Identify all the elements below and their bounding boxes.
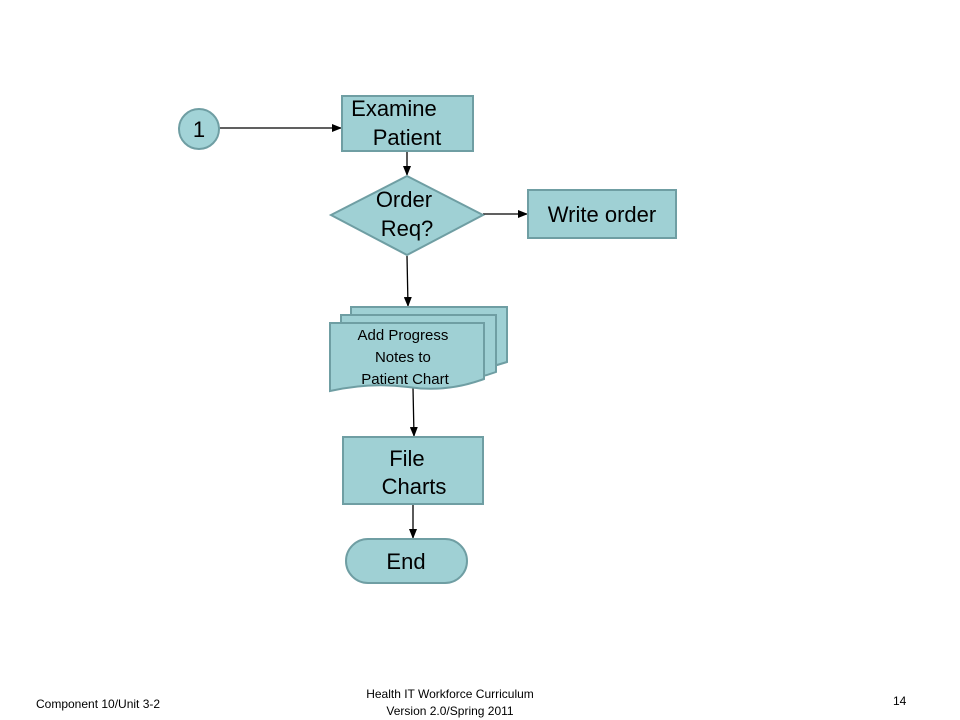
write-order-label: Write order — [548, 202, 656, 227]
footer-curriculum-line-1: Health IT Workforce Curriculum — [366, 687, 534, 701]
examine-patient-label: Examine Patient — [351, 96, 443, 150]
progress-notes-label: Add Progress Notes to Patient Chart — [357, 327, 452, 388]
progress-notes-line-2: Notes to — [375, 349, 431, 366]
end-terminator: End — [345, 538, 468, 584]
progress-notes-line-1: Add Progress — [357, 327, 448, 344]
progress-notes-line-3: Patient Chart — [361, 371, 449, 388]
footer-curriculum-line-2: Version 2.0/Spring 2011 — [386, 704, 514, 718]
write-order-process: Write order — [527, 189, 677, 239]
file-charts-process: File Charts — [342, 436, 484, 505]
slide-page-number: 14 — [893, 694, 907, 708]
progress-notes-multidocument: Add Progress Notes to Patient Chart — [329, 306, 508, 393]
examine-line-1: Examine — [351, 96, 437, 121]
edge-progress-notes-to-file-charts — [409, 387, 418, 437]
connector-label: 1 — [193, 117, 205, 142]
order-required-decision: Order Req? — [328, 174, 486, 257]
decision-line-2: Req? — [381, 216, 434, 241]
examine-patient-process: Examine Patient — [341, 95, 474, 152]
end-label: End — [386, 549, 425, 574]
footer-component-label: Component 10/Unit 3-2 — [36, 697, 161, 711]
file-charts-label: File Charts — [382, 446, 447, 499]
file-charts-line-1: File — [389, 446, 424, 471]
edge-decision-to-progress-notes — [403, 255, 412, 307]
file-charts-line-2: Charts — [382, 474, 447, 499]
decision-label: Order Req? — [376, 187, 438, 241]
decision-line-1: Order — [376, 187, 432, 212]
footer-curriculum-info: Health IT Workforce Curriculum Version 2… — [330, 686, 570, 720]
examine-line-2: Patient — [373, 125, 442, 150]
connector-node: 1 — [178, 108, 220, 150]
